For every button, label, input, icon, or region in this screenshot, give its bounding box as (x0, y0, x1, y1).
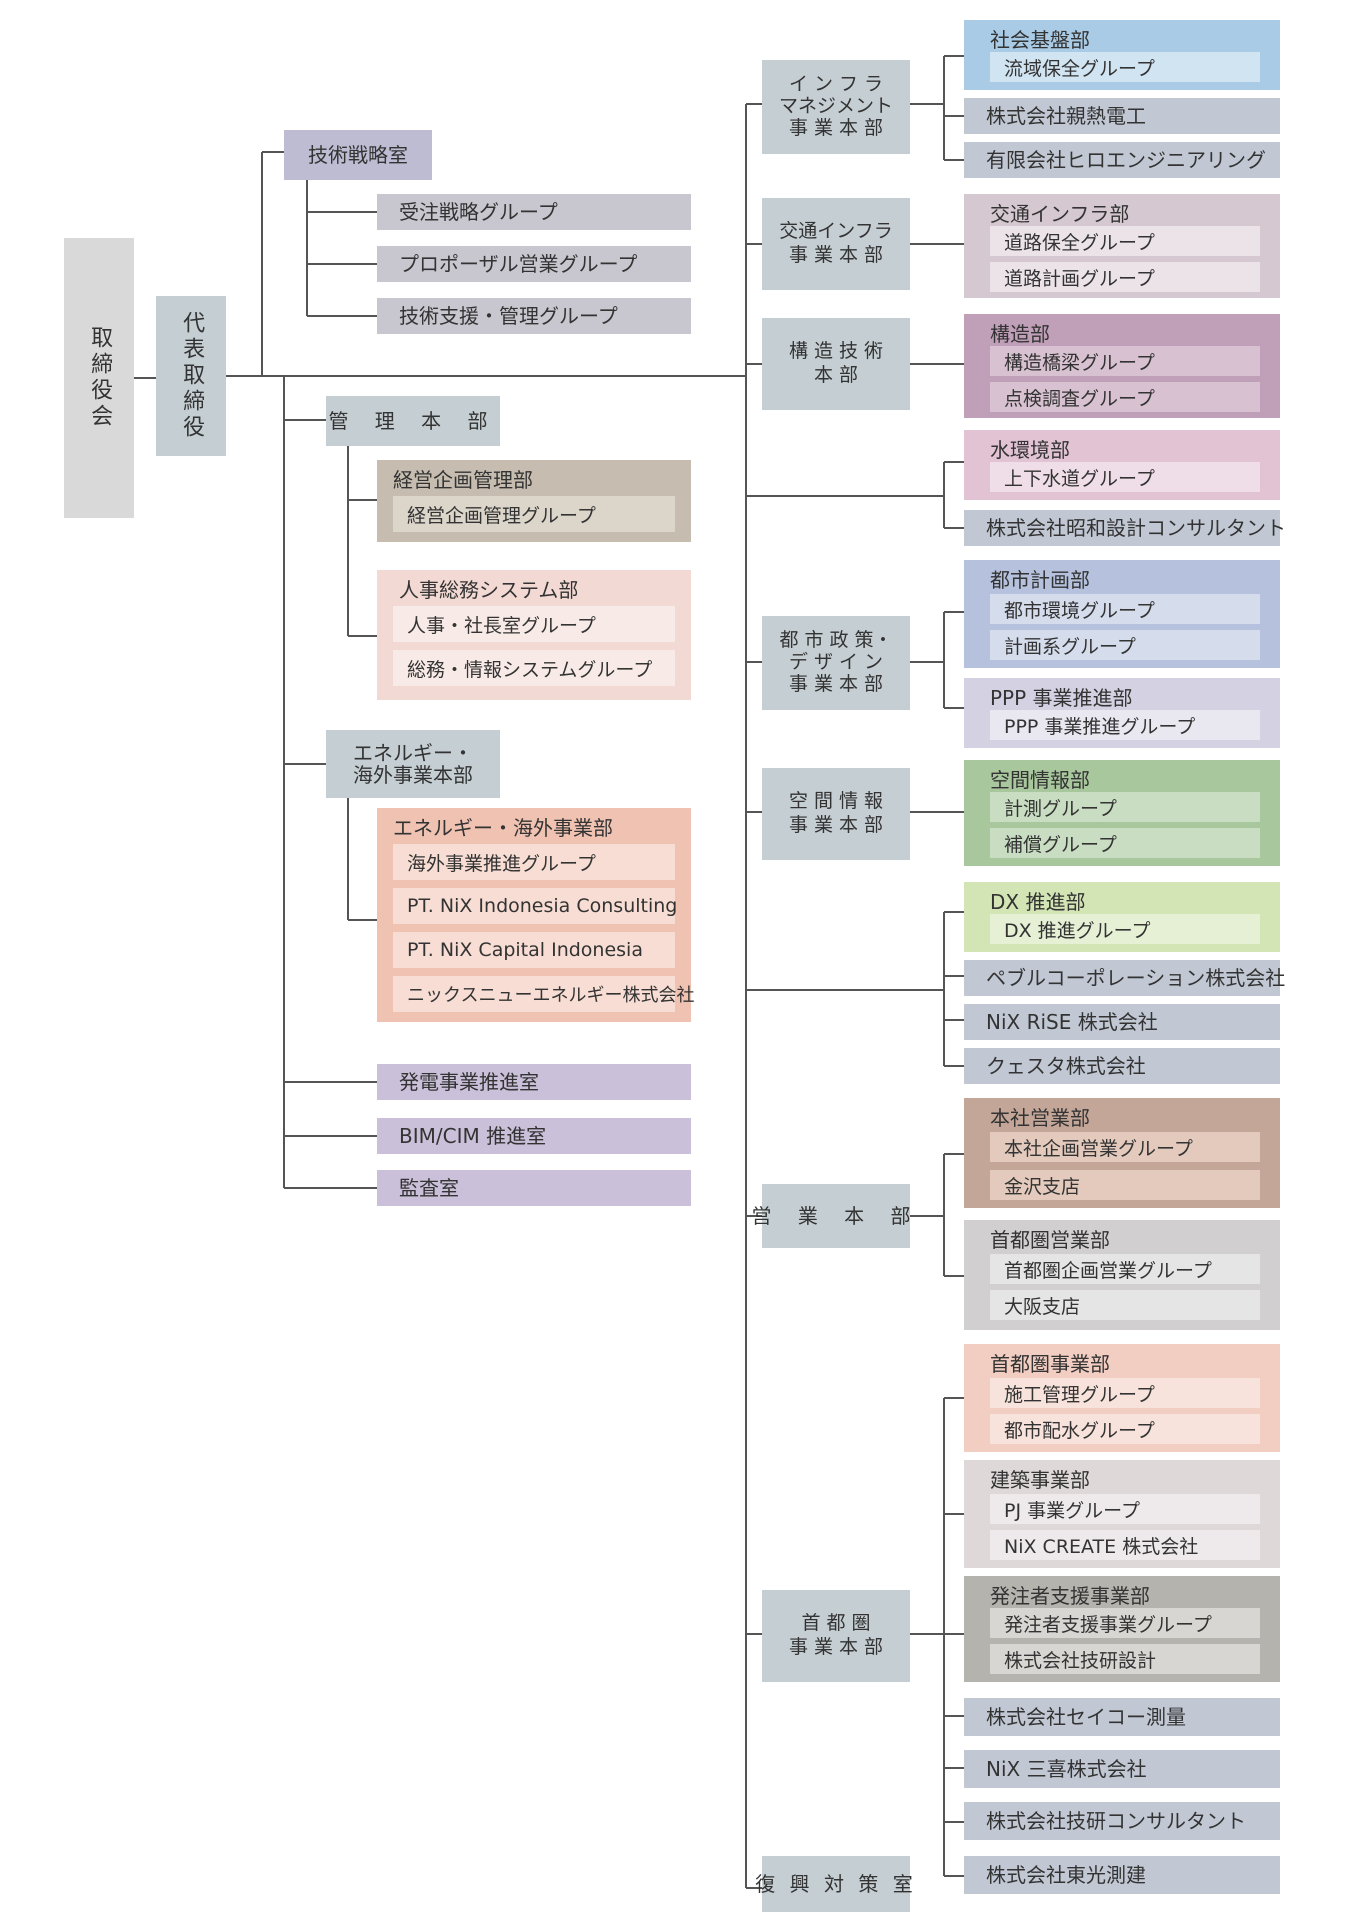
showa-box: 株式会社昭和設計コンサルタント (964, 510, 1286, 546)
energy-item-2: PT. NiX Indonesia Consulting (393, 888, 677, 924)
energy-item-1: 海外事業推進グループ (393, 844, 675, 880)
president-box: 代表取締役 (156, 296, 226, 456)
urban-hq-box: 都 市 政 策・ デ ザ イ ン 事 業 本 部 (762, 616, 910, 710)
ts-sub-3: 技術支援・管理グループ (377, 298, 691, 334)
energy-dept-title: エネルギー・海外事業部 (393, 816, 613, 840)
mgmt-planning-item: 経営企画管理グループ (393, 496, 675, 532)
toko-box: 株式会社東光測建 (964, 1856, 1280, 1894)
cap-biz-dept-box: 首都圏事業部 施工管理グループ 都市配水グループ (964, 1344, 1280, 1452)
arch-dept-box: 建築事業部 PJ 事業グループ NiX CREATE 株式会社 (964, 1460, 1280, 1568)
energy-item-4: ニックスニューエネルギー株式会社 (393, 976, 694, 1012)
president-label: 代表取締役 (179, 311, 205, 441)
audit-office-box: 監査室 (377, 1170, 691, 1206)
bim-office-box: BIM/CIM 推進室 (377, 1118, 691, 1154)
seiko-box: 株式会社セイコー測量 (964, 1698, 1280, 1736)
mgmt-planning-box: 経営企画管理部 経営企画管理グループ (377, 460, 691, 542)
power-office-box: 発電事業推進室 (377, 1064, 691, 1100)
energy-item-3: PT. NiX Capital Indonesia (393, 932, 675, 968)
tech-strategy-label: 技術戦略室 (308, 143, 408, 167)
hr-item-2: 総務・情報システムグループ (393, 650, 675, 686)
ppp-dept-box: PPP 事業推進部 PPP 事業推進グループ (964, 678, 1280, 748)
hr-general-title: 人事総務システム部 (399, 578, 579, 602)
giken-box: 株式会社技研コンサルタント (964, 1802, 1280, 1840)
social-dept-box: 社会基盤部 流域保全グループ (964, 20, 1280, 90)
hr-general-box: 人事総務システム部 人事・社長室グループ 総務・情報システムグループ (377, 570, 691, 700)
spatial-hq-box: 空 間 情 報 事 業 本 部 (762, 768, 910, 860)
dx-dept-box: DX 推進部 DX 推進グループ (964, 882, 1280, 952)
pebble-box: ペブルコーポレーション株式会社 (964, 960, 1285, 996)
spatial-dept-box: 空間情報部 計測グループ 補償グループ (964, 760, 1280, 866)
admin-hq-label: 管 理 本 部 (328, 409, 498, 433)
mgmt-planning-title: 経営企画管理部 (393, 468, 533, 492)
ts-sub-1: 受注戦略グループ (377, 194, 691, 230)
transport-dept-box: 交通インフラ部 道路保全グループ 道路計画グループ (964, 194, 1280, 298)
ts-sub-2: プロポーザル営業グループ (377, 246, 691, 282)
hiro-box: 有限会社ヒロエンジニアリング (964, 142, 1280, 178)
questa-box: クェスタ株式会社 (964, 1048, 1280, 1084)
hq-sales-dept-box: 本社営業部 本社企画営業グループ 金沢支店 (964, 1098, 1280, 1208)
cap-sales-dept-box: 首都圏営業部 首都圏企画営業グループ 大阪支店 (964, 1220, 1280, 1330)
energy-dept-box: エネルギー・海外事業部 海外事業推進グループ PT. NiX Indonesia… (377, 808, 694, 1022)
board-label: 取締役会 (87, 326, 113, 430)
admin-hq-box: 管 理 本 部 (326, 396, 500, 446)
tech-strategy-box: 技術戦略室 (284, 130, 432, 180)
miki-box: NiX 三喜株式会社 (964, 1750, 1280, 1788)
structure-hq-box: 構 造 技 術 本 部 (762, 318, 910, 410)
client-dept-box: 発注者支援事業部 発注者支援事業グループ 株式会社技研設計 (964, 1576, 1280, 1682)
energy-hq-label: エネルギー・ 海外事業本部 (353, 741, 473, 787)
urban-dept-box: 都市計画部 都市環境グループ 計画系グループ (964, 560, 1280, 668)
sales-hq-box: 営 業 本 部 (751, 1184, 911, 1248)
rise-box: NiX RiSE 株式会社 (964, 1004, 1280, 1040)
board-box: 取締役会 (64, 238, 134, 518)
infra-hq-box: イ ン フ ラ マネジメント 事 業 本 部 (762, 60, 910, 154)
shinnetsu-box: 株式会社親熱電工 (964, 98, 1280, 134)
energy-hq-box: エネルギー・ 海外事業本部 (326, 730, 500, 798)
hr-item-1: 人事・社長室グループ (393, 606, 675, 642)
recovery-office-box: 復 興 対 策 室 (755, 1856, 913, 1912)
water-dept-box: 水環境部 上下水道グループ (964, 430, 1280, 500)
transport-hq-box: 交通インフラ 事 業 本 部 (762, 198, 910, 290)
capital-hq-box: 首 都 圏 事 業 本 部 (762, 1590, 910, 1682)
structure-dept-box: 構造部 構造橋梁グループ 点検調査グループ (964, 314, 1280, 418)
